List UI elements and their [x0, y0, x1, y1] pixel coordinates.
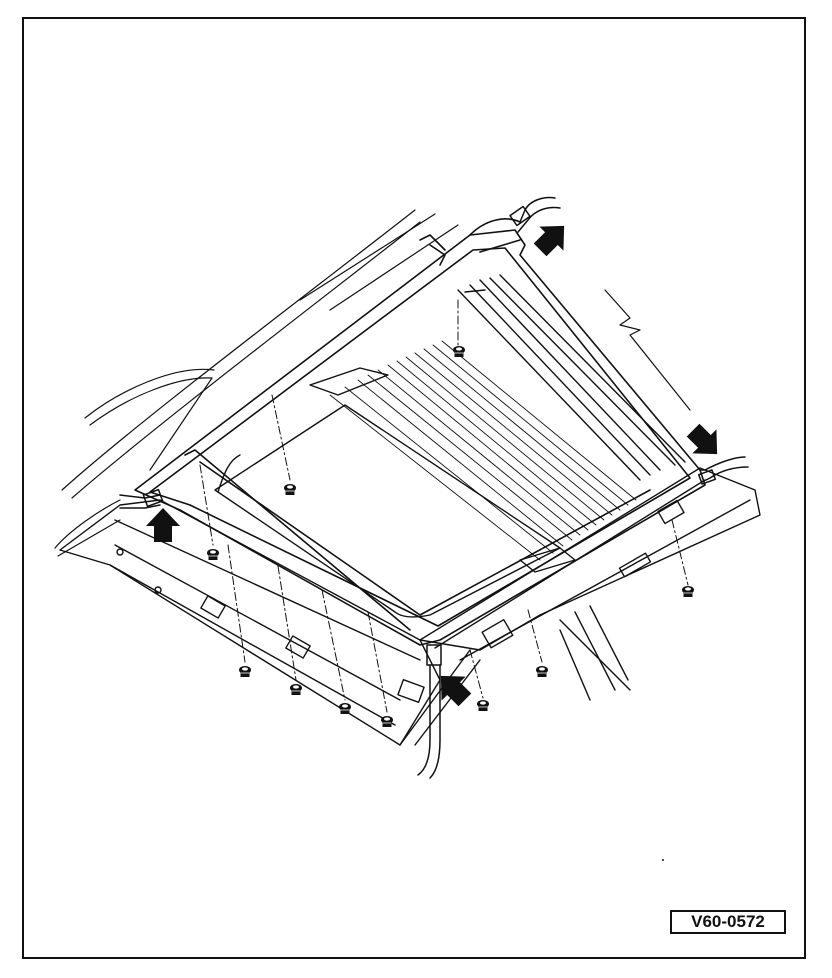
bolt-icon — [338, 702, 352, 715]
speck — [662, 859, 664, 861]
figure-frame — [22, 17, 806, 959]
sunroof-frame — [134, 218, 706, 646]
bolt-icon — [476, 699, 490, 712]
sunshade-slats — [329, 340, 637, 561]
bolt-icon — [535, 665, 549, 678]
location-arrow-icon — [527, 213, 577, 263]
bolt-icon — [681, 585, 695, 598]
drain-hoses — [119, 196, 749, 779]
bolt-icon — [452, 345, 466, 358]
bolt-icon — [289, 683, 303, 696]
figure-label: V60-0572 — [670, 910, 786, 934]
arrow-group — [145, 213, 730, 713]
rear-roof-crossmember — [399, 467, 761, 746]
guide-rails — [457, 274, 686, 481]
bolt-icon — [206, 548, 220, 561]
sunroof-glass-panel — [214, 367, 576, 618]
bolt-leader-lines — [199, 299, 689, 713]
location-arrow-icon — [680, 417, 730, 467]
break-line — [604, 289, 691, 411]
bolt-icon — [238, 665, 252, 678]
bolt-icon — [380, 715, 394, 728]
front-roof-crossmember — [59, 499, 441, 746]
bolt-icon — [283, 483, 297, 496]
body-contour-lines — [54, 209, 459, 557]
